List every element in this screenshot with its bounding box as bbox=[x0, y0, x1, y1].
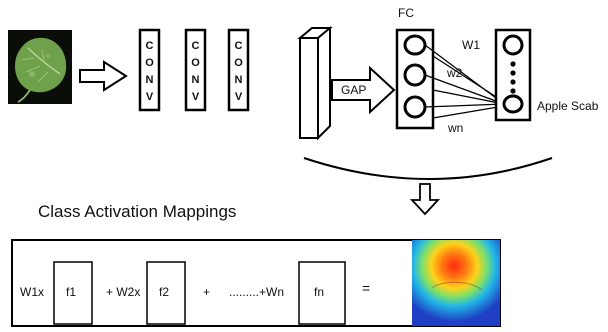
fn-box bbox=[298, 261, 346, 325]
equation-box bbox=[11, 239, 501, 327]
arrow-down-icon bbox=[409, 183, 441, 216]
feature-map-stack bbox=[297, 25, 333, 141]
f2-box bbox=[146, 261, 186, 325]
output-class-label: Apple Scab bbox=[537, 99, 599, 113]
arrow-right-icon bbox=[79, 60, 128, 92]
f1-box bbox=[53, 261, 93, 325]
eq-w2-term: + W2x bbox=[106, 285, 141, 299]
gap-label: GAP bbox=[341, 83, 367, 97]
bracket-curve bbox=[303, 157, 553, 180]
eq-f1-label: f1 bbox=[66, 285, 77, 299]
weight-wn-label: wn bbox=[448, 121, 464, 135]
conv-block-1 bbox=[138, 28, 161, 112]
section-title: Class Activation Mappings bbox=[38, 202, 237, 221]
heatmap-image bbox=[412, 240, 500, 326]
leaf-image bbox=[8, 30, 72, 104]
fc-label: FC bbox=[398, 6, 414, 20]
eq-f2-label: f2 bbox=[159, 285, 170, 299]
eq-ellipsis-wn: .........+Wn bbox=[229, 285, 285, 299]
eq-fn-label: fn bbox=[314, 285, 325, 299]
conv-block-2 bbox=[184, 28, 207, 112]
gap-arrow-icon bbox=[331, 65, 396, 115]
weight-lines bbox=[424, 44, 505, 119]
weight-w2-label: w2 bbox=[447, 66, 463, 80]
eq-equals: = bbox=[362, 280, 371, 296]
eq-w1-term: W1x bbox=[20, 285, 44, 299]
weight-w1-label: W1 bbox=[462, 38, 480, 52]
eq-plus: + bbox=[203, 285, 211, 299]
conv-block-3 bbox=[227, 28, 250, 112]
